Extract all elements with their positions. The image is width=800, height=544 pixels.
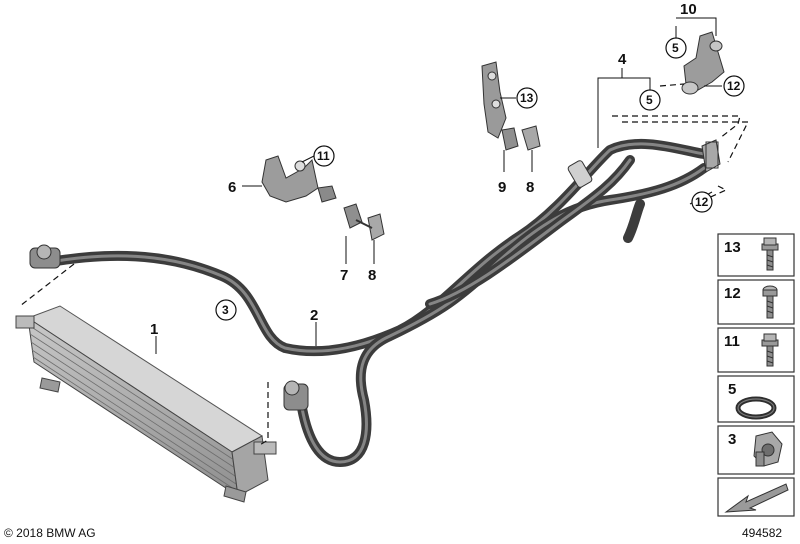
svg-text:12: 12 xyxy=(724,285,741,302)
parts-panel-row-13[interactable]: 13 xyxy=(717,233,795,277)
callout-circle-3 xyxy=(215,299,237,321)
hose-sleeve xyxy=(567,160,593,188)
dashed-connection-lines xyxy=(19,83,749,447)
callout-10: 10 xyxy=(680,1,697,18)
callout-11: 11 xyxy=(317,149,330,163)
parts-panel-arrow-box xyxy=(717,477,795,517)
bolt-flange-icon xyxy=(761,237,779,271)
parts-panel-row-12[interactable]: 12 xyxy=(717,279,795,325)
bracket-6[interactable] xyxy=(261,155,337,203)
svg-text:5: 5 xyxy=(728,381,736,398)
callout-1: 1 xyxy=(150,321,158,338)
bolt-flange-icon xyxy=(761,333,779,367)
callout-7: 7 xyxy=(340,267,348,284)
hose-clip-9-8[interactable] xyxy=(501,125,541,151)
direction-arrow-icon xyxy=(724,483,789,513)
bolt-icon xyxy=(762,285,778,319)
callout-5b: 5 xyxy=(646,93,653,107)
copyright-notice: © 2018 BMW AG xyxy=(4,526,96,540)
callout-2: 2 xyxy=(310,307,318,324)
hose-clip-7-8[interactable] xyxy=(343,203,385,241)
hose-fitting-lower xyxy=(283,380,309,411)
callout-5a: 5 xyxy=(672,41,679,55)
o-ring-icon xyxy=(735,396,777,420)
thermostat-housing[interactable] xyxy=(681,31,725,95)
callout-12b: 12 xyxy=(695,195,709,209)
bracket-13[interactable] xyxy=(481,61,507,139)
diagram-number: 494582 xyxy=(742,526,783,540)
oil-cooler-radiator[interactable] xyxy=(15,305,277,503)
callout-8b: 8 xyxy=(526,179,534,196)
hose-flange-right xyxy=(701,139,721,173)
callout-13: 13 xyxy=(520,91,534,105)
oil-return-line[interactable] xyxy=(297,155,709,467)
svg-text:11: 11 xyxy=(724,333,740,350)
parts-panel-row-11[interactable]: 11 xyxy=(717,327,795,373)
callout-12a: 12 xyxy=(727,79,741,93)
callout-8a: 8 xyxy=(368,267,376,284)
callout-labels: 1 2 4 6 7 8 9 8 10 3 11 13 5 5 12 12 xyxy=(150,1,745,338)
callout-4: 4 xyxy=(618,51,627,68)
parts-panel: 13 12 11 xyxy=(717,233,795,517)
parts-panel-row-5[interactable]: 5 xyxy=(717,375,795,423)
svg-text:13: 13 xyxy=(724,239,741,256)
oil-feed-line[interactable] xyxy=(45,138,709,357)
clamp-icon xyxy=(753,431,783,467)
parts-panel-row-3[interactable]: 3 xyxy=(717,425,795,475)
callout-3: 3 xyxy=(222,303,229,317)
svg-text:3: 3 xyxy=(728,431,736,448)
hose-fitting-left xyxy=(29,244,61,269)
callout-6: 6 xyxy=(228,179,236,196)
callout-9: 9 xyxy=(498,179,506,196)
